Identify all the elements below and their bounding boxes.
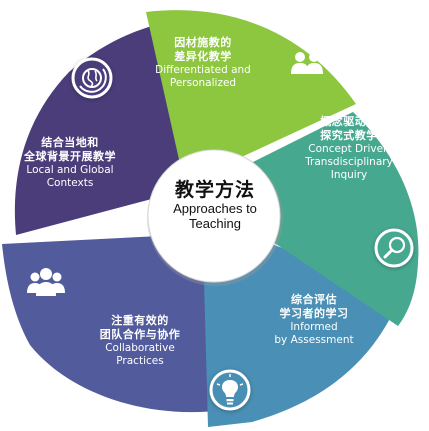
differentiated-zh-line2: 差异化教学: [174, 49, 232, 63]
center-title-en-line2: Teaching: [188, 215, 242, 231]
assessment-en-line1: Informed: [290, 320, 338, 333]
assessment-zh-line1: 综合评估: [291, 293, 337, 306]
center-title-en-line1: Approaches to: [173, 201, 257, 216]
assessment-label: 综合评估 学习者的学习 Informed by Assessment: [254, 293, 374, 347]
differentiated-zh-line1: 因材施教的: [174, 36, 232, 49]
concept-driven-en-line3: Inquiry: [330, 168, 368, 181]
concept-driven-en-line2: Transdisciplinary: [305, 155, 393, 168]
center-circle: [147, 149, 281, 283]
segment-concept-driven: [245, 112, 419, 326]
center-title-zh: 教学方法: [174, 179, 255, 201]
segment-local-global: [14, 24, 202, 235]
concept-driven-en-line1: Concept Driven: [308, 142, 390, 155]
local-global-en-line1: Local and Global: [26, 163, 114, 176]
collaborative-en-line2: Practices: [116, 354, 164, 367]
people-icon: [291, 52, 323, 74]
collaborative-label: 注重有效的 团队合作与协作 Collaborative Practices: [80, 314, 200, 368]
collaborative-en-line1: Collaborative: [105, 341, 175, 354]
assessment-zh-line2: 学习者的学习: [279, 306, 349, 320]
differentiated-label: 因材施教的 差异化教学 Differentiated and Personali…: [138, 36, 268, 90]
group-icon: [27, 268, 65, 296]
collaborative-zh-line1: 注重有效的: [111, 314, 169, 327]
concept-driven-zh-line1: 概念驱动的: [320, 115, 378, 128]
lightbulb-icon: [209, 369, 251, 411]
local-global-zh-line1: 结合当地和: [41, 136, 99, 149]
differentiated-en-line2: Personalized: [169, 76, 237, 89]
differentiated-en-line1: Differentiated and: [155, 63, 251, 76]
collaborative-zh-line2: 团队合作与协作: [99, 327, 181, 341]
local-global-zh-line2: 全球背景开展教学: [24, 149, 116, 163]
local-global-label: 结合当地和 全球背景开展教学 Local and Global Contexts: [10, 136, 130, 190]
concept-driven-zh-line2: 探究式教学: [320, 128, 378, 142]
concept-driven-label: 概念驱动的 探究式教学 Concept Driven Transdiscipli…: [290, 115, 408, 182]
segment-differentiated: [146, 10, 356, 164]
globe-icon: [71, 57, 113, 99]
local-global-en-line2: Contexts: [46, 176, 94, 189]
assessment-en-line2: by Assessment: [274, 333, 354, 346]
magnifier-icon: [374, 228, 414, 268]
center-title: 教学方法 Approaches to Teaching: [149, 175, 281, 232]
